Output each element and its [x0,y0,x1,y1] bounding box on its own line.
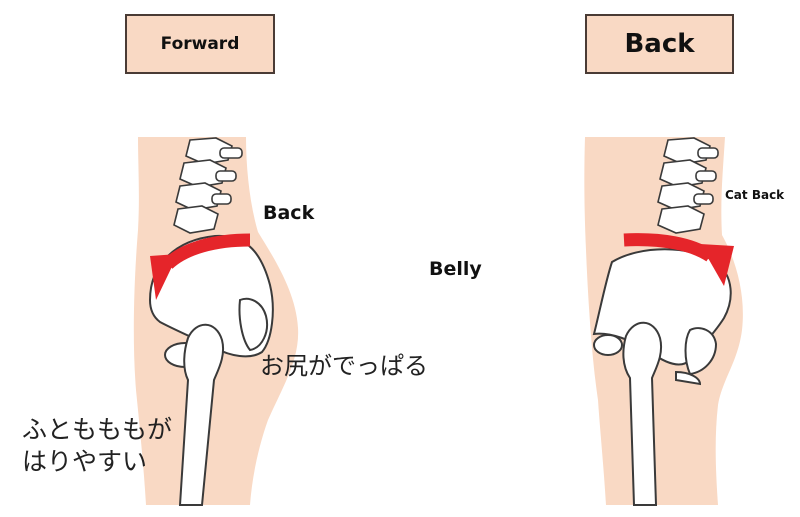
left-forward-arrow [150,233,251,300]
forward-title: Forward [160,34,240,54]
butt-protrudes-label: お尻がでっぱる [260,352,428,380]
thigh-label-line-1: ふともももが [22,415,173,444]
right-femur [622,321,662,506]
back-label: Back [263,202,315,224]
left-femur [178,323,224,506]
back-title-box: Back [585,14,734,74]
right-back-arrow [623,233,734,286]
back-title: Back [624,29,695,59]
thigh-label-line-2: はりやすい [22,447,148,476]
left-spine [173,137,243,234]
thigh-tension-label: ふともももが はりやすい [22,414,172,478]
right-spine [657,137,719,234]
belly-label: Belly [429,258,482,280]
forward-title-box: Forward [125,14,275,74]
cat-back-label: Cat Back [725,188,785,202]
